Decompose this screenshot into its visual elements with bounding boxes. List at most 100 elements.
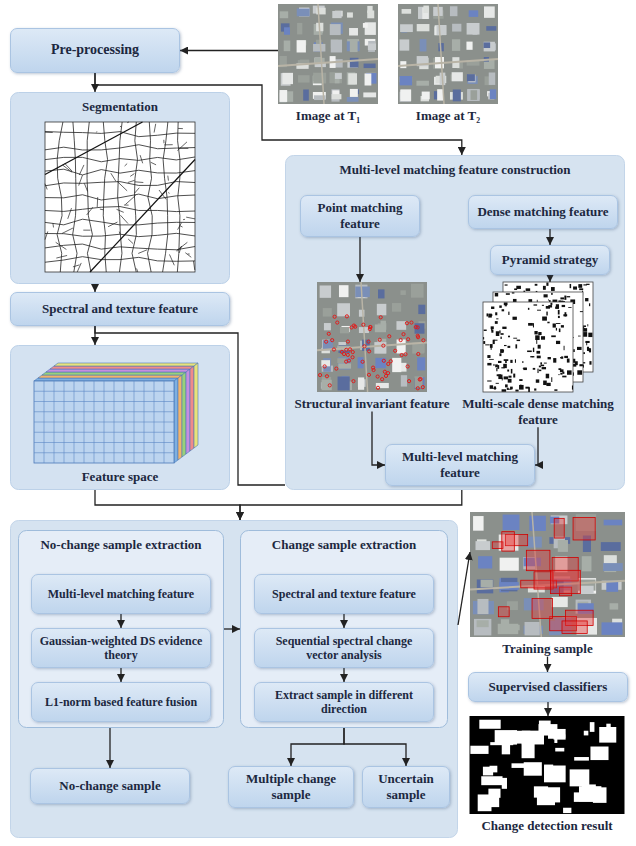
group-panel: Change sample extractionSpectral and tex…: [240, 530, 448, 728]
changed-region: [534, 786, 548, 797]
segment-boundary: [97, 197, 98, 207]
building: [452, 39, 460, 51]
dense-matching-pixel: [589, 361, 591, 365]
changed-region: [502, 778, 507, 789]
building: [474, 619, 491, 636]
matching-point: [382, 344, 385, 347]
dense-matching-pixel: [489, 358, 494, 360]
building: [484, 6, 495, 17]
building: [610, 603, 619, 609]
dense-matching-pixel: [528, 387, 530, 392]
box-label: Extract sample in different direction: [261, 688, 427, 717]
dense-matching-pixel: [520, 385, 521, 388]
feature-grid-line: [34, 452, 174, 453]
dense-matching-pixel: [536, 340, 538, 344]
building: [500, 558, 519, 571]
dense-matching-pixel: [513, 374, 515, 378]
connector-arrow: [95, 490, 240, 520]
matching-point: [367, 373, 370, 376]
matching-point: [347, 359, 350, 362]
segment-boundary: [179, 148, 188, 149]
dense-matching-pixel: [491, 307, 494, 309]
dense-matching-pixel: [589, 348, 591, 352]
dense-matching-pixel: [583, 284, 587, 285]
dense-matching-pixel: [544, 294, 548, 297]
image-caption: Change detection result: [458, 818, 636, 834]
illustration: [398, 4, 498, 104]
dense-matching-pixel: [546, 374, 549, 379]
dense-matching-pixel: [543, 286, 546, 290]
changed-region: [512, 763, 525, 768]
feature-layer-top: [38, 375, 182, 378]
box-label: Multi-level matching feature: [48, 587, 194, 601]
image-panel: Change detection result: [458, 716, 636, 834]
dense-matching-pixel: [587, 324, 589, 326]
panel-background: [11, 93, 230, 284]
changed-region: [495, 790, 498, 794]
building: [484, 42, 491, 48]
dense-matching-pixel: [578, 335, 581, 337]
dense-matching-pixel: [541, 365, 544, 367]
building: [363, 92, 376, 97]
dense-matching-pixel: [542, 367, 546, 369]
building: [313, 44, 325, 52]
segment-boundary: [45, 122, 143, 175]
matching-point: [407, 338, 410, 341]
dense-matching-pixel: [502, 327, 506, 329]
matching-point: [325, 340, 328, 343]
feature-layer-top: [54, 363, 198, 366]
dense-matching-pixel: [534, 331, 537, 334]
changed-region: [479, 796, 500, 807]
dense-matching-pixel: [542, 317, 547, 321]
segment-boundary: [180, 226, 183, 227]
building: [392, 303, 401, 312]
segment-boundary: [169, 254, 174, 265]
process-box: Pre-processing: [10, 28, 180, 73]
feature-grid-face: [34, 381, 174, 463]
segment-boundary: [52, 223, 54, 227]
dense-matching-pixel: [490, 385, 493, 389]
building: [330, 72, 342, 83]
dense-matching-pixel: [483, 337, 484, 339]
building: [418, 305, 425, 314]
segment-boundary: [128, 239, 133, 244]
dense-matching-pixel: [538, 332, 541, 335]
dense-matching-pixel: [488, 314, 492, 318]
matching-point: [323, 365, 326, 368]
illustration: [317, 282, 427, 392]
dense-matching-pixel: [503, 364, 507, 368]
dense-matching-pixel: [495, 364, 498, 367]
change-map-ground: [470, 716, 625, 814]
matching-point: [388, 335, 391, 338]
segment-boundary: [183, 219, 185, 220]
building: [481, 580, 493, 588]
connector-arrow: [343, 614, 344, 628]
dense-matching-pixel: [585, 298, 588, 301]
segment-boundary: [118, 122, 122, 272]
image-panel: Training sample: [470, 512, 625, 657]
segment-boundary: [87, 207, 93, 215]
building: [400, 24, 413, 32]
changed-region: [574, 792, 596, 802]
segment-boundary: [111, 173, 116, 181]
segment-boundary: [127, 122, 129, 124]
dense-matching-pixel: [533, 368, 535, 370]
changed-region: [590, 747, 608, 761]
building: [475, 541, 490, 550]
dense-matching-pixel: [580, 311, 583, 313]
segment-boundary: [108, 222, 117, 227]
dense-matching-pixel: [502, 309, 505, 311]
dense-matching-pixel: [538, 345, 541, 349]
building: [320, 285, 331, 297]
dense-matching-pixel: [500, 333, 503, 335]
connector-arrow: [109, 728, 110, 768]
building: [376, 383, 389, 388]
dense-matching-pixel: [573, 349, 575, 352]
dense-matching-pixel: [499, 353, 501, 356]
dense-matching-pixel: [499, 305, 502, 307]
segment-boundary: [154, 124, 156, 133]
process-box: Multi-level matching feature: [385, 444, 535, 486]
dense-matching-pixel: [536, 379, 539, 382]
segment-boundary: [124, 205, 129, 206]
changed-region: [590, 722, 595, 732]
